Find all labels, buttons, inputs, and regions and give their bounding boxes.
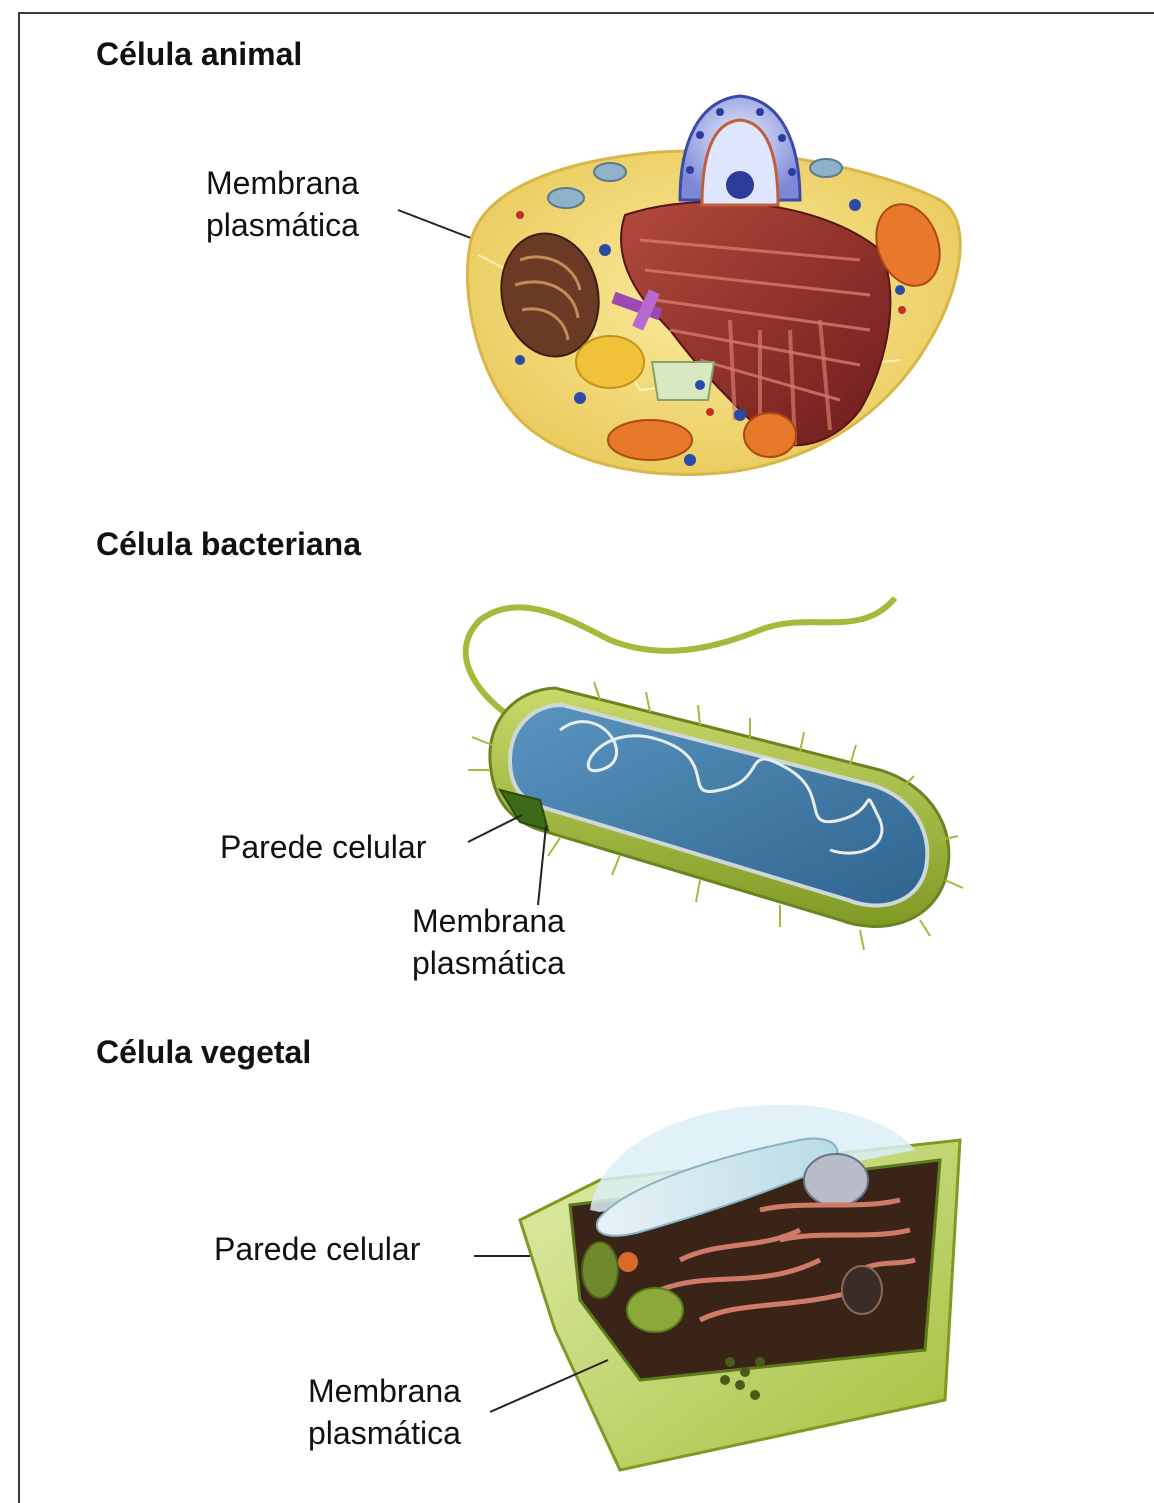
chloroplast [582,1242,618,1298]
plant-organelle [618,1252,638,1272]
plant-nucleus [804,1154,868,1206]
plant-mitochondrion [842,1266,882,1314]
chloroplast [627,1288,683,1332]
